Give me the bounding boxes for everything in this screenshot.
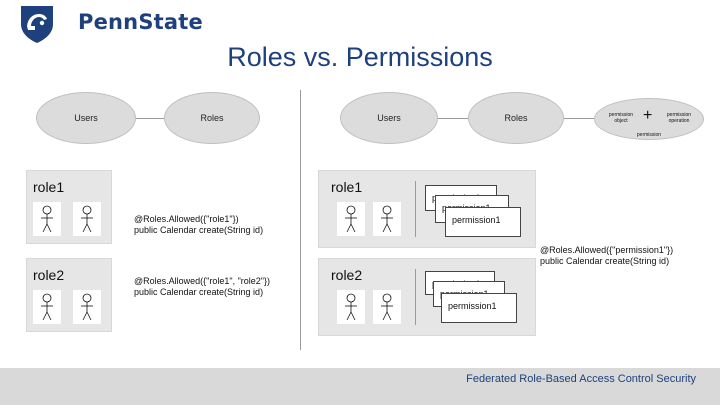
user-figure [73, 290, 101, 324]
shield-icon [21, 6, 53, 43]
roles-node: Roles [164, 92, 260, 144]
role2-panel-right: role2 permission1 permission1 permission… [318, 258, 536, 336]
users-node-right-label: Users [377, 113, 401, 123]
role2-label-right: role2 [331, 267, 363, 283]
permission-operation-label: permission operation [666, 112, 692, 124]
permission-node: permission object + permission operation… [594, 98, 704, 140]
permission-object-label: permission object [608, 112, 634, 124]
user-figure [337, 202, 365, 236]
footer-bar [0, 368, 720, 405]
role1-panel: role1 [26, 170, 112, 244]
annotation-role2-line2: public Calendar create(String id) [134, 287, 264, 297]
annotation-permission1-line2: public Calendar create(String id) [540, 256, 670, 266]
person-icon [345, 205, 357, 233]
person-icon [381, 205, 393, 233]
permission-card: permission1 [445, 207, 521, 237]
person-icon [381, 293, 393, 321]
role1-label-right: role1 [331, 179, 363, 195]
annotation-role1: @Roles.Allowed({"role1"}) public Calenda… [134, 214, 263, 236]
permission-card: permission1 [441, 293, 517, 323]
footer-text: Federated Role-Based Access Control Secu… [466, 373, 696, 385]
users-node: Users [36, 92, 136, 144]
logo-wordmark: PennState [78, 10, 203, 34]
users-node-label: Users [74, 113, 98, 123]
role2-label: role2 [33, 267, 65, 283]
person-icon [41, 293, 53, 321]
person-icon [81, 205, 93, 233]
role1-label: role1 [33, 179, 65, 195]
annotation-role1-line2: public Calendar create(String id) [134, 225, 264, 235]
slide-title: Roles vs. Permissions [227, 42, 493, 72]
annotation-permission1: @Roles.Allowed({"permission1"}) public C… [540, 245, 673, 267]
plus-sign: + [643, 107, 653, 124]
users-roles-connector-right [438, 118, 468, 119]
person-icon [81, 293, 93, 321]
pennstate-logo: PennState [18, 4, 203, 44]
roles-node-label: Roles [200, 113, 224, 123]
person-icon [345, 293, 357, 321]
role2-panel: role2 [26, 258, 112, 332]
users-node-right: Users [340, 92, 438, 144]
user-figure [337, 290, 365, 324]
users-roles-connector [136, 118, 164, 119]
user-figure [33, 202, 61, 236]
center-divider [300, 90, 301, 350]
annotation-permission1-line1: @Roles.Allowed({"permission1"}) [540, 245, 674, 255]
annotation-role2-line1: @Roles.Allowed({"role1", "role2"}) [134, 276, 270, 286]
bracket-line [415, 181, 416, 237]
roles-node-right-label: Roles [504, 113, 528, 123]
annotation-role2: @Roles.Allowed({"role1", "role2"}) publi… [134, 276, 270, 298]
user-figure [33, 290, 61, 324]
user-figure [73, 202, 101, 236]
bracket-line [415, 269, 416, 325]
user-figure [373, 290, 401, 324]
role1-panel-right: role1 permission1 permission1 permission… [318, 170, 536, 248]
permission-node-label: permission [636, 132, 662, 138]
roles-node-right: Roles [468, 92, 564, 144]
roles-permission-connector [564, 118, 594, 119]
person-icon [41, 205, 53, 233]
annotation-role1-line1: @Roles.Allowed({"role1"}) [134, 214, 239, 224]
user-figure [373, 202, 401, 236]
